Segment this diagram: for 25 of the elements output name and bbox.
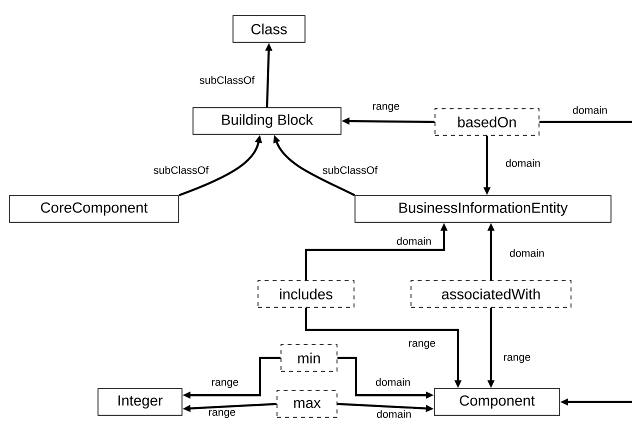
class-box: Building Block bbox=[192, 107, 342, 135]
class-box: Component bbox=[434, 388, 560, 416]
edge-label: range bbox=[371, 102, 401, 114]
edge-label: domain bbox=[374, 376, 412, 388]
edge-label: domain bbox=[508, 248, 546, 258]
edge-label: range bbox=[407, 340, 437, 350]
relation-box: max bbox=[276, 390, 338, 418]
edge-label: subClassOf bbox=[321, 164, 379, 176]
class-box: BusinessInformationEntity bbox=[354, 195, 612, 223]
relation-box: min bbox=[280, 344, 338, 372]
relation-box: includes bbox=[258, 280, 354, 308]
edge-label: domain bbox=[571, 104, 609, 116]
edge-label: range bbox=[502, 354, 532, 364]
edge-label: domain bbox=[375, 408, 413, 420]
edge-label: range bbox=[210, 378, 240, 390]
edge-label: domain bbox=[395, 236, 433, 246]
relation-box: basedOn bbox=[434, 108, 540, 136]
edge-label: domain bbox=[504, 158, 542, 168]
edge-label: range bbox=[207, 408, 237, 420]
class-box: CoreComponent bbox=[8, 195, 180, 223]
relation-box: associatedWith bbox=[410, 280, 572, 308]
class-box: Integer bbox=[98, 388, 182, 416]
edge-label: subClassOf bbox=[198, 74, 256, 86]
edge-label: subClassOf bbox=[152, 164, 210, 176]
class-box: Class bbox=[232, 15, 306, 43]
